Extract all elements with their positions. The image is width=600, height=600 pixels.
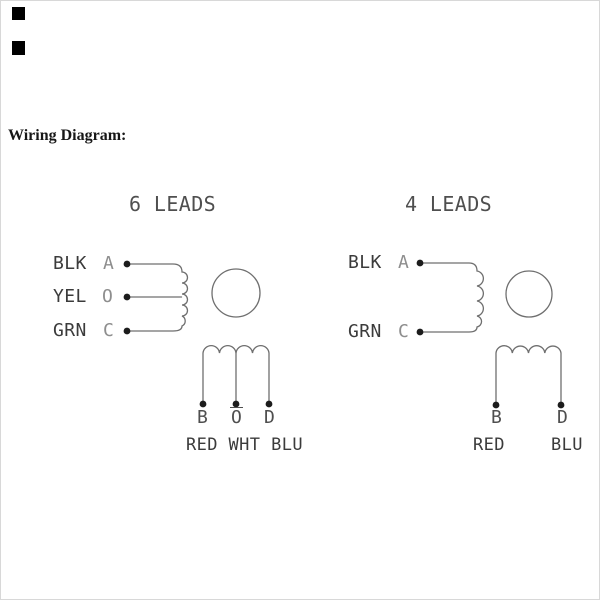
terminal-dot	[232, 400, 240, 408]
four-leads-terminal-c: C	[398, 321, 410, 342]
six-leads-terminal-d: D	[264, 407, 276, 428]
terminal-dot	[123, 327, 131, 335]
four-leads-terminal-b: B	[491, 407, 503, 428]
six-leads-terminal-c: C	[103, 320, 115, 341]
six-leads-terminal-o-bar: O	[231, 407, 243, 428]
four-leads-wire-red: RED	[473, 435, 505, 455]
four-leads-wire-blk: BLK	[348, 252, 382, 273]
four-leads-title: 4 LEADS	[405, 192, 493, 216]
six-leads-bottom-wire-colors: RED WHT BLU	[186, 435, 303, 455]
terminal-dot	[265, 400, 273, 408]
black-square-icon	[12, 7, 25, 20]
six-leads-motor-circle	[211, 268, 261, 318]
four-leads-wire-blu: BLU	[551, 435, 583, 455]
six-leads-wire-blk: BLK	[53, 253, 87, 274]
six-leads-terminal-a: A	[103, 253, 115, 274]
o-bar-overline	[230, 406, 243, 408]
four-leads-bottom-coil-path	[495, 345, 562, 406]
four-leads-terminal-a: A	[398, 252, 410, 273]
terminal-dot	[199, 400, 207, 408]
six-leads-wire-yel: YEL	[53, 286, 87, 307]
four-leads-motor-circle	[505, 270, 553, 318]
six-leads-phase-coil-path	[126, 263, 189, 332]
six-leads-title: 6 LEADS	[129, 192, 217, 216]
four-leads-wire-grn: GRN	[348, 321, 382, 342]
page-title: Wiring Diagram:	[8, 127, 127, 144]
four-leads-terminal-d: D	[557, 407, 569, 428]
terminal-dot	[416, 328, 424, 336]
terminal-dot	[416, 259, 424, 267]
terminal-dot	[123, 293, 131, 301]
terminal-dot	[557, 401, 565, 409]
black-square-icon	[12, 41, 25, 55]
six-leads-terminal-b: B	[197, 407, 209, 428]
terminal-dot	[123, 260, 131, 268]
terminal-dot	[492, 401, 500, 409]
six-leads-wire-grn: GRN	[53, 320, 87, 341]
four-leads-phase-coil-path	[419, 262, 485, 333]
six-leads-terminal-o: O	[102, 286, 114, 307]
